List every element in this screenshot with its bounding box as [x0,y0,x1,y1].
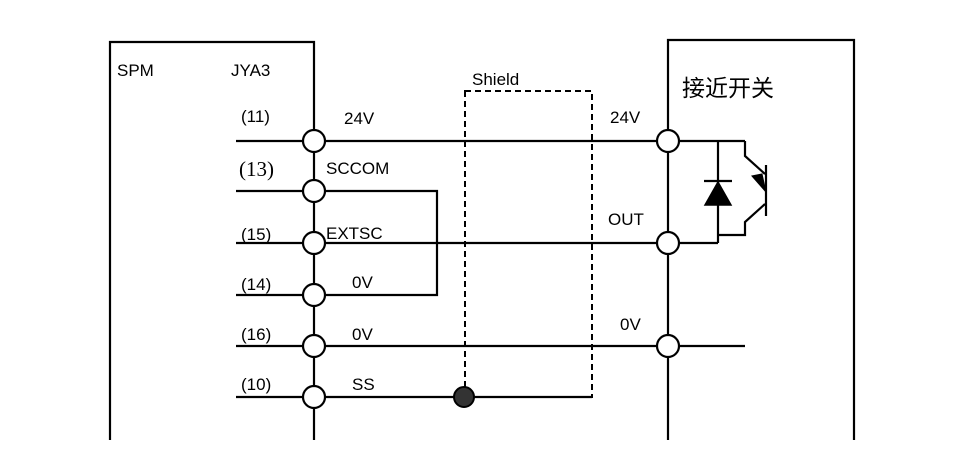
terminal-14 [301,282,327,308]
right-24v-label: 24V [610,108,641,127]
pin-15-number: (15) [241,225,271,244]
pin-10-signal: SS [352,375,375,394]
terminal-right-out [655,230,681,256]
right-out-label: OUT [608,210,644,229]
proximity-switch-circuit [679,139,768,348]
terminal-right-0v [655,333,681,359]
proximity-switch-label: 接近开关 [682,76,774,101]
terminal-15 [301,230,327,256]
spm-box [108,40,316,440]
pin-10-number: (10) [241,375,271,394]
pin-13-number: (13) [239,157,274,181]
spm-box-outline [108,40,316,440]
shield-label: Shield [472,70,519,89]
pin-16-number: (16) [241,325,271,344]
spm-label: SPM [117,61,154,80]
pin-11-number: (11) [241,107,270,126]
pin-14-signal: 0V [352,273,373,292]
terminal-11 [301,128,327,154]
transistor-emitter [718,203,766,237]
shield-ground-dot [453,386,475,408]
right-0v-label: 0V [620,315,641,334]
pin-15-signal: EXTSC [326,224,383,243]
diode-icon [703,180,733,206]
terminal-10 [301,384,327,410]
terminal-13 [301,178,327,204]
jya3-label: JYA3 [231,61,270,80]
transistor-arrow-icon [751,173,767,193]
transistor-collector [743,141,766,175]
terminal-right-24v [655,128,681,154]
pin-14-number: (14) [241,275,271,294]
pin-16-signal: 0V [352,325,373,344]
terminal-16 [301,333,327,359]
pin-11-signal: 24V [344,109,375,128]
pin-13-signal: SCCOM [326,159,389,178]
